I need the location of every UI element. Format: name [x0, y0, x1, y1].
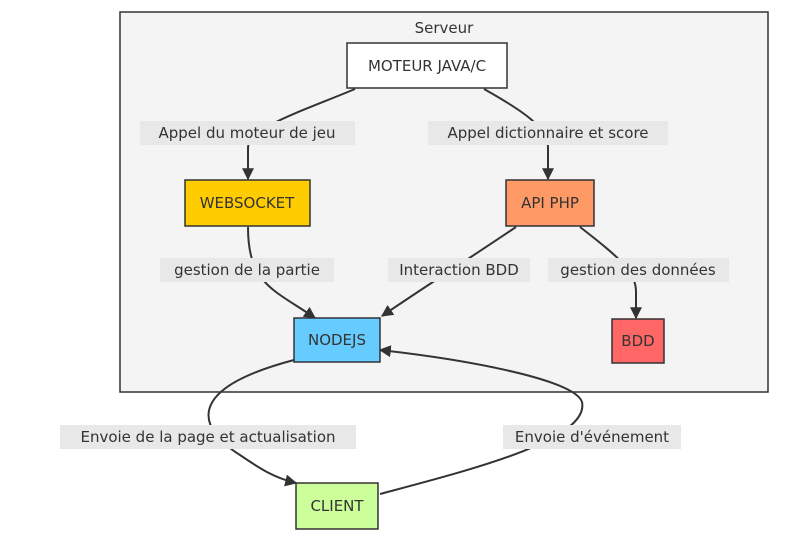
node-client: CLIENT: [295, 482, 379, 530]
edge-label-websocket-nodejs: gestion de la partie: [160, 258, 334, 282]
cluster-title: Serveur: [415, 19, 475, 37]
node-api-php: API PHP: [505, 179, 595, 227]
svg-text:Appel dictionnaire et score: Appel dictionnaire et score: [447, 124, 648, 142]
edge-client-nodejs: [378, 345, 584, 495]
edge-label-client-nodejs: Envoie d'événement: [503, 425, 681, 449]
svg-text:BDD: BDD: [621, 332, 654, 350]
node-nodejs: NODEJS: [293, 317, 381, 363]
node-bdd: BDD: [611, 318, 665, 364]
svg-text:Appel du moteur de jeu: Appel du moteur de jeu: [158, 124, 335, 142]
svg-text:NODEJS: NODEJS: [308, 331, 366, 349]
edge-label-api-nodejs: Interaction BDD: [388, 258, 530, 282]
svg-text:WEBSOCKET: WEBSOCKET: [200, 194, 295, 212]
svg-text:Envoie de la page et actualisa: Envoie de la page et actualisation: [80, 428, 335, 446]
svg-text:Interaction BDD: Interaction BDD: [399, 261, 519, 279]
node-websocket: WEBSOCKET: [184, 179, 311, 227]
edge-label-api-bdd: gestion des données: [548, 258, 729, 282]
edge-label-nodejs-client: Envoie de la page et actualisation: [60, 425, 356, 449]
svg-text:API PHP: API PHP: [521, 194, 579, 212]
svg-text:Envoie d'événement: Envoie d'événement: [515, 428, 669, 446]
edge-label-moteur-api: Appel dictionnaire et score: [428, 121, 668, 145]
svg-text:MOTEUR JAVA/C: MOTEUR JAVA/C: [368, 57, 486, 75]
svg-text:gestion de la partie: gestion de la partie: [174, 261, 320, 279]
edge-label-moteur-websocket: Appel du moteur de jeu: [140, 121, 355, 145]
svg-text:gestion des données: gestion des données: [560, 261, 716, 279]
svg-text:CLIENT: CLIENT: [310, 497, 364, 515]
node-moteur: MOTEUR JAVA/C: [346, 42, 508, 89]
edge-websocket-nodejs: [247, 226, 316, 319]
